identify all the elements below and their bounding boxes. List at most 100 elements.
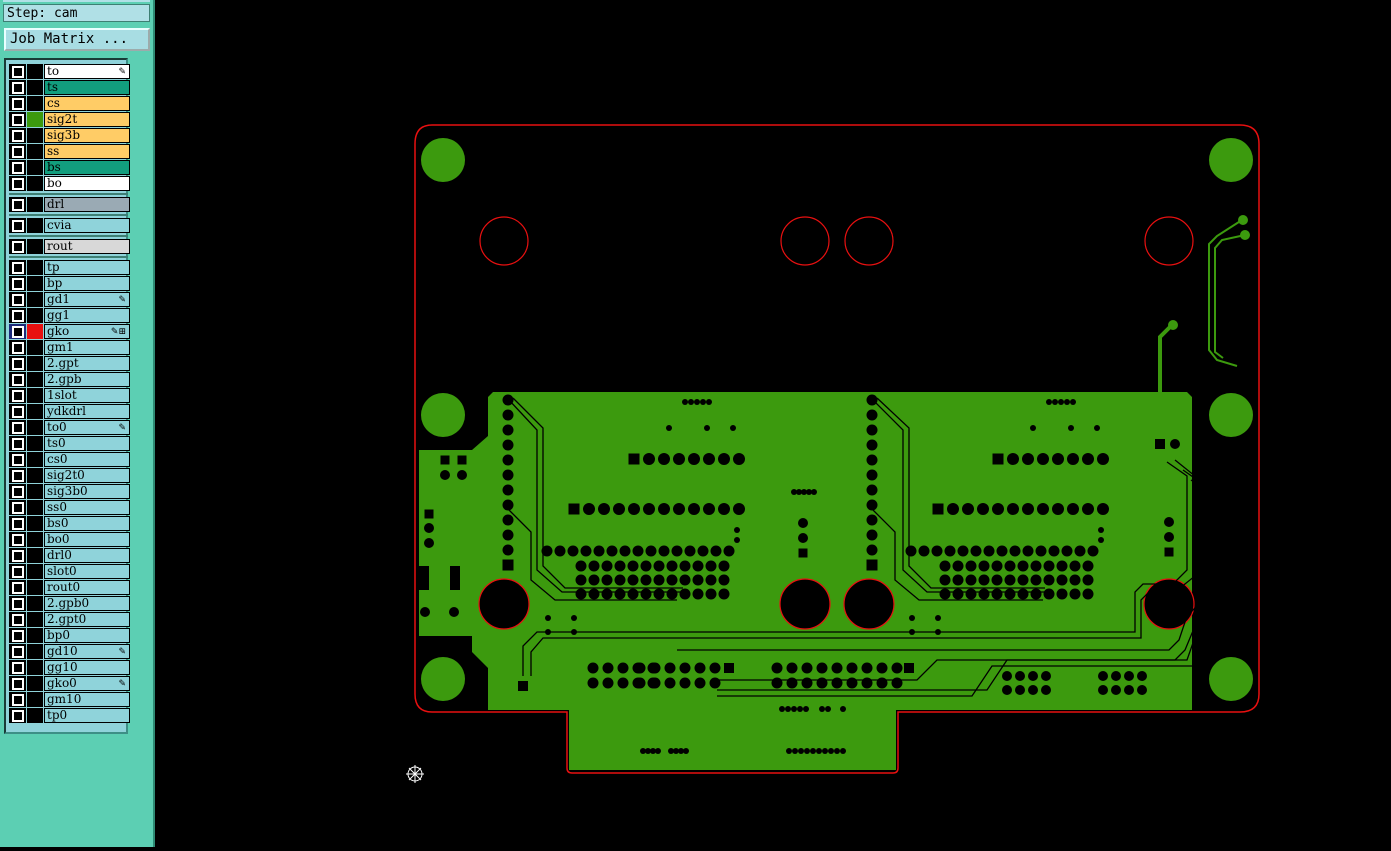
layer-select-box[interactable] <box>9 500 26 515</box>
layer-name[interactable]: ydkdrl <box>44 404 130 419</box>
layer-select-box[interactable] <box>9 340 26 355</box>
layer-row-gko[interactable]: gko✎⊞ <box>9 324 130 339</box>
layer-row-bp0[interactable]: bp0 <box>9 628 130 643</box>
layer-row-ss0[interactable]: ss0 <box>9 500 130 515</box>
layer-select-box[interactable] <box>9 628 26 643</box>
layer-row-sig2t[interactable]: sig2t <box>9 112 130 127</box>
pcb-view[interactable] <box>157 0 1391 847</box>
layer-select-box[interactable] <box>9 239 26 254</box>
layer-row-drl0[interactable]: drl0 <box>9 548 130 563</box>
layer-name[interactable]: bo0 <box>44 532 130 547</box>
layer-name[interactable]: rout <box>44 239 130 254</box>
layer-row-ts0[interactable]: ts0 <box>9 436 130 451</box>
layer-name[interactable]: gd1✎ <box>44 292 130 307</box>
layer-row-2-gpt[interactable]: 2.gpt <box>9 356 130 371</box>
layer-select-box[interactable] <box>9 548 26 563</box>
layer-name[interactable]: to✎ <box>44 64 130 79</box>
layer-select-box[interactable] <box>9 644 26 659</box>
layer-row-gg1[interactable]: gg1 <box>9 308 130 323</box>
layer-select-box[interactable] <box>9 64 26 79</box>
layer-name[interactable]: 2.gpb <box>44 372 130 387</box>
layer-row-sig2t0[interactable]: sig2t0 <box>9 468 130 483</box>
layer-name[interactable]: cvia <box>44 218 130 233</box>
layer-name[interactable]: tp <box>44 260 130 275</box>
layer-row-sig3b[interactable]: sig3b <box>9 128 130 143</box>
layer-row-bo[interactable]: bo <box>9 176 130 191</box>
layer-row-bs0[interactable]: bs0 <box>9 516 130 531</box>
layer-select-box[interactable] <box>9 692 26 707</box>
layer-select-box[interactable] <box>9 404 26 419</box>
layer-name[interactable]: tp0 <box>44 708 130 723</box>
layer-name[interactable]: to0✎ <box>44 420 130 435</box>
layer-row-cvia[interactable]: cvia <box>9 218 130 233</box>
layer-name[interactable]: 2.gpt <box>44 356 130 371</box>
layer-select-box[interactable] <box>9 708 26 723</box>
layer-name[interactable]: gko0✎ <box>44 676 130 691</box>
layer-name[interactable]: gg10 <box>44 660 130 675</box>
layer-select-box[interactable] <box>9 260 26 275</box>
layer-select-box[interactable] <box>9 660 26 675</box>
layer-select-box[interactable] <box>9 436 26 451</box>
layer-select-box[interactable] <box>9 276 26 291</box>
layer-name[interactable]: sig3b <box>44 128 130 143</box>
layer-name[interactable]: bs <box>44 160 130 175</box>
layer-row-cs0[interactable]: cs0 <box>9 452 130 467</box>
layer-select-box[interactable] <box>9 176 26 191</box>
layer-name[interactable]: bp <box>44 276 130 291</box>
layer-row-drl[interactable]: drl <box>9 197 130 212</box>
layer-select-box[interactable] <box>9 356 26 371</box>
layer-select-box[interactable] <box>9 516 26 531</box>
layer-row-tp[interactable]: tp <box>9 260 130 275</box>
layer-row-1slot[interactable]: 1slot <box>9 388 130 403</box>
layer-name[interactable]: ts <box>44 80 130 95</box>
layer-name[interactable]: gm1 <box>44 340 130 355</box>
layer-select-box[interactable] <box>9 112 26 127</box>
layer-row-tp0[interactable]: tp0 <box>9 708 130 723</box>
layer-select-box[interactable] <box>9 218 26 233</box>
layer-row-gd10[interactable]: gd10✎ <box>9 644 130 659</box>
layer-name[interactable]: gko✎⊞ <box>44 324 130 339</box>
layer-select-box[interactable] <box>9 308 26 323</box>
layer-select-box[interactable] <box>9 292 26 307</box>
layer-row-cs[interactable]: cs <box>9 96 130 111</box>
layer-select-box[interactable] <box>9 596 26 611</box>
layer-select-box[interactable] <box>9 468 26 483</box>
layer-select-box[interactable] <box>9 160 26 175</box>
layer-row-2-gpt0[interactable]: 2.gpt0 <box>9 612 130 627</box>
layer-select-box[interactable] <box>9 144 26 159</box>
layer-row-gm1[interactable]: gm1 <box>9 340 130 355</box>
layer-name[interactable]: drl <box>44 197 130 212</box>
layer-select-box[interactable] <box>9 197 26 212</box>
layer-row-ss[interactable]: ss <box>9 144 130 159</box>
layer-row-rout0[interactable]: rout0 <box>9 580 130 595</box>
layer-row-bs[interactable]: bs <box>9 160 130 175</box>
layer-row-to[interactable]: to✎ <box>9 64 130 79</box>
layer-name[interactable]: cs <box>44 96 130 111</box>
layer-row-bo0[interactable]: bo0 <box>9 532 130 547</box>
job-matrix-button[interactable]: Job Matrix ... <box>4 28 150 51</box>
layer-name[interactable]: gg1 <box>44 308 130 323</box>
layer-name[interactable]: 2.gpb0 <box>44 596 130 611</box>
layer-select-box[interactable] <box>9 484 26 499</box>
layer-row-gg10[interactable]: gg10 <box>9 660 130 675</box>
layer-row-to0[interactable]: to0✎ <box>9 420 130 435</box>
layer-select-box[interactable] <box>9 580 26 595</box>
layer-name[interactable]: bs0 <box>44 516 130 531</box>
layer-select-box[interactable] <box>9 452 26 467</box>
layer-row-bp[interactable]: bp <box>9 276 130 291</box>
layer-name[interactable]: drl0 <box>44 548 130 563</box>
layer-name[interactable]: ts0 <box>44 436 130 451</box>
layer-select-box[interactable] <box>9 676 26 691</box>
pcb-graphics-canvas[interactable] <box>157 0 1391 847</box>
layer-name[interactable]: slot0 <box>44 564 130 579</box>
layer-row-gko0[interactable]: gko0✎ <box>9 676 130 691</box>
layer-name[interactable]: 2.gpt0 <box>44 612 130 627</box>
layer-select-box[interactable] <box>9 564 26 579</box>
layer-name[interactable]: gd10✎ <box>44 644 130 659</box>
layer-name[interactable]: sig2t0 <box>44 468 130 483</box>
layer-row-sig3b0[interactable]: sig3b0 <box>9 484 130 499</box>
layer-name[interactable]: gm10 <box>44 692 130 707</box>
layer-name[interactable]: 1slot <box>44 388 130 403</box>
layer-name[interactable]: bo <box>44 176 130 191</box>
layer-select-box[interactable] <box>9 80 26 95</box>
